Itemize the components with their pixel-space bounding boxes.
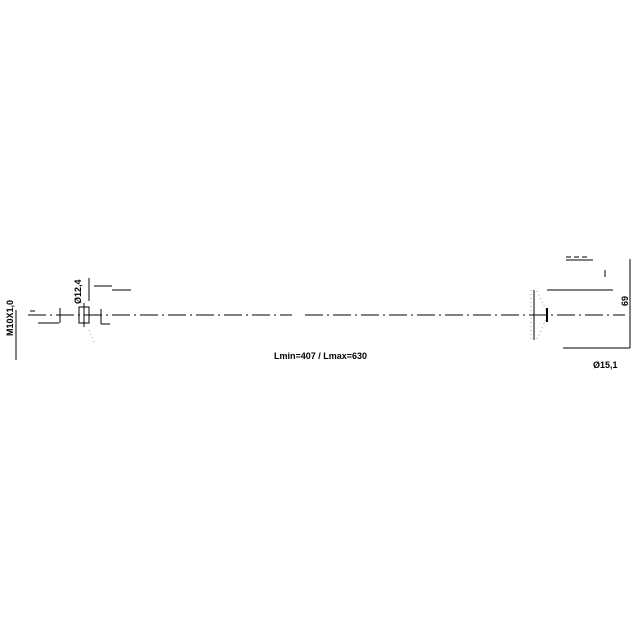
thread-label: M10X1,0	[5, 300, 15, 336]
height-label: 69	[620, 296, 630, 306]
length-label: Lmin=407 / Lmax=630	[274, 351, 367, 361]
left-diameter-label: Ø12,4	[73, 279, 83, 304]
left-end-fitting	[15, 278, 131, 360]
right-diameter-label: Ø15,1	[593, 360, 618, 370]
right-end-fitting	[530, 256, 631, 349]
